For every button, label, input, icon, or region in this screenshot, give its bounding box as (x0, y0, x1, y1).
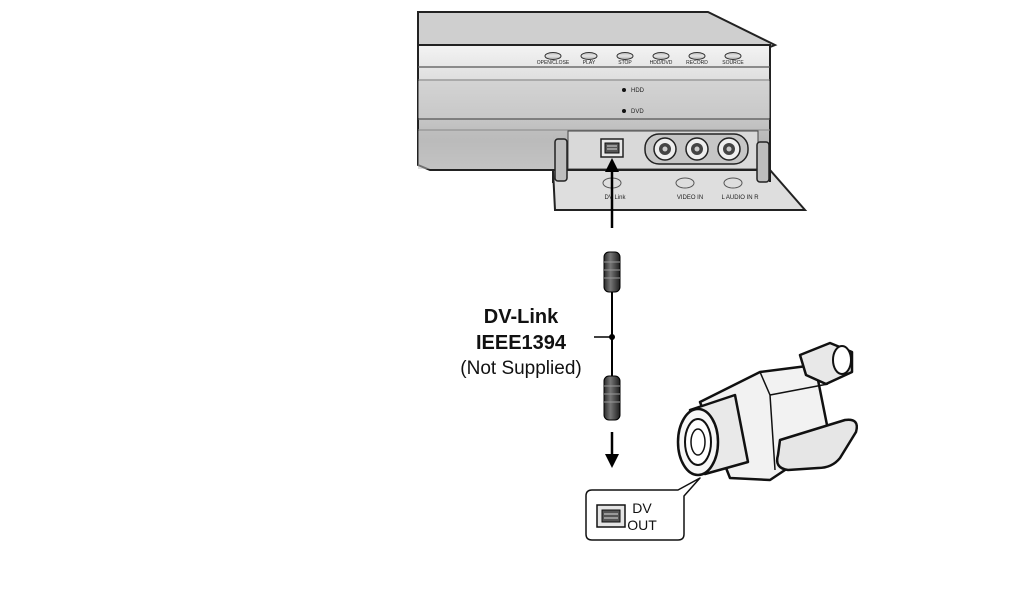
camcorder (676, 341, 859, 482)
front-buttons: OPEN/CLOSE PLAY STOP HDD/DVD RECORD SOUR… (537, 52, 744, 66)
hdd-dvd-label: HDD/DVD (650, 60, 673, 66)
cable-plug-bottom (603, 375, 621, 421)
audio-in-jack-label: L AUDIO IN R (721, 195, 759, 201)
cable-plug-top (603, 251, 621, 293)
dvd-indicator-label: DVD (631, 109, 644, 115)
hdd-indicator-led (622, 88, 626, 92)
record-label: RECORD (686, 60, 708, 66)
play-label: PLAY (583, 60, 596, 66)
hdd-dvd-button[interactable] (652, 52, 670, 60)
source-button[interactable] (724, 52, 742, 60)
dvd-indicator-led (622, 109, 626, 113)
av-input-jacks (644, 133, 749, 165)
dv-cable (594, 158, 621, 468)
dv-out-line1: DV (632, 500, 652, 516)
stop-label: STOP (618, 60, 632, 66)
cable-type: IEEE1394 (475, 332, 567, 354)
cable-name: DV-Link (483, 306, 559, 328)
dv-link-jack-label: DV Link (604, 195, 626, 201)
source-label: SOURCE (722, 60, 744, 66)
video-in-jack-label: VIDEO IN (677, 195, 703, 201)
dv-out-label: DV OUT (612, 500, 672, 534)
cable-note: (Not Supplied) (460, 358, 582, 379)
dv-out-callout (585, 477, 701, 541)
hdd-indicator-label: HDD (631, 88, 645, 94)
open-close-button[interactable] (544, 52, 562, 60)
open-close-label: OPEN/CLOSE (537, 60, 570, 66)
stop-button[interactable] (616, 52, 634, 60)
cable-label: DV-Link IEEE1394 (Not Supplied) (440, 304, 602, 382)
play-button[interactable] (580, 52, 598, 60)
dv-link-port (600, 138, 624, 158)
dv-out-port-icon (596, 504, 626, 528)
dv-out-line2: OUT (627, 517, 657, 533)
record-button[interactable] (688, 52, 706, 60)
recorder: OPEN/CLOSE PLAY STOP HDD/DVD RECORD SOUR… (417, 11, 808, 211)
